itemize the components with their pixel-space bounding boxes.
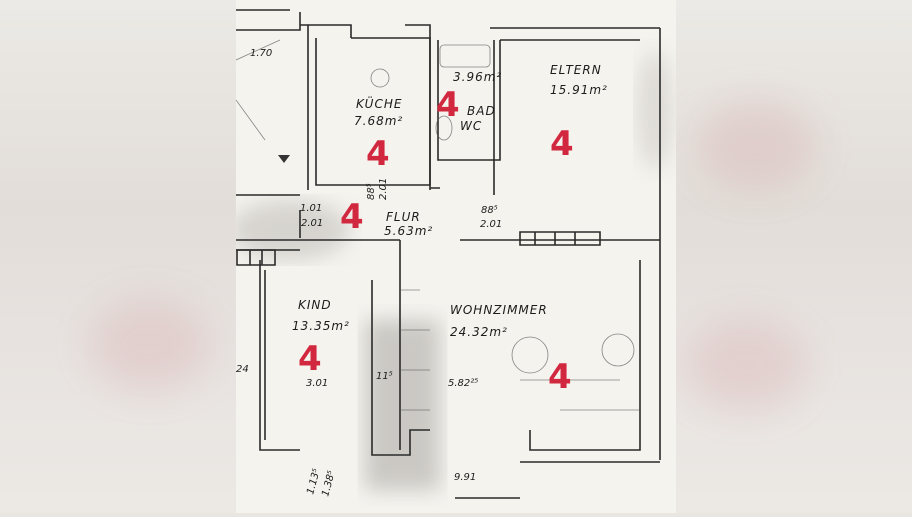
dimension-label: 9.91 xyxy=(454,472,476,483)
dimension-label: 1.01 xyxy=(300,203,322,214)
room-name-bad: BAD xyxy=(467,104,496,118)
red-mark: 4 xyxy=(366,134,390,174)
room-area-kueche: 7.68m² xyxy=(354,114,403,128)
table-icon xyxy=(511,336,549,374)
smudge xyxy=(637,50,673,170)
toilet-icon xyxy=(435,115,453,141)
smudge xyxy=(230,200,350,260)
room-name-kueche: KÜCHE xyxy=(356,95,402,111)
staircase-shadow xyxy=(365,320,440,490)
room-name-eltern: ELTERN xyxy=(550,63,602,77)
room-name-kind: KIND xyxy=(298,298,332,312)
dimension-label: 1.70 xyxy=(250,48,272,59)
red-mark: 4 xyxy=(298,339,322,379)
fixtures xyxy=(235,39,640,411)
dimension-label: 24 xyxy=(236,364,249,375)
dimension-label: 88⁵ xyxy=(481,205,498,216)
red-mark: 4 xyxy=(548,357,572,397)
room-name-wohnzimmer: WOHNZIMMER xyxy=(450,303,548,317)
stove-icon xyxy=(370,68,390,88)
dimension-label: 1.38⁵ xyxy=(320,470,337,498)
north-arrow-icon xyxy=(278,155,290,163)
dimension-label: 2.01 xyxy=(301,218,323,229)
dimension-label: 11⁵ xyxy=(376,371,393,382)
dimension-label: 88⁵ xyxy=(366,183,377,200)
room-area-kind: 13.35m² xyxy=(292,319,350,333)
walls xyxy=(236,9,661,499)
dimension-label: 2.01 xyxy=(480,219,502,230)
room-area-flur: 5.63m² xyxy=(384,224,433,238)
room-area-eltern: 15.91m² xyxy=(550,83,608,97)
dimension-label: 1.13⁵ xyxy=(305,468,322,496)
red-mark: 4 xyxy=(340,197,364,237)
room-area-bad: 3.96m² xyxy=(453,70,502,84)
floor-plan-drawing: KÜCHE 7.68m² 3.96m² BAD WC ELTERN 15.91m… xyxy=(230,9,673,499)
red-mark: 4 xyxy=(550,124,574,164)
room-name-flur: FLUR xyxy=(386,210,421,224)
blurred-background-right xyxy=(676,0,912,513)
room-name-wc: WC xyxy=(460,119,482,133)
bathtub-icon xyxy=(439,44,491,68)
dimension-label: 5.82²⁵ xyxy=(448,378,478,389)
blurred-background-left xyxy=(0,0,236,513)
armchair-icon xyxy=(601,333,635,367)
floor-plan: KÜCHE 7.68m² 3.96m² BAD WC ELTERN 15.91m… xyxy=(230,0,676,513)
room-area-wohnzimmer: 24.32m² xyxy=(450,325,508,339)
red-mark: 4 xyxy=(436,85,460,125)
dimension-label: 2.01 xyxy=(378,178,389,200)
dimension-label: 3.01 xyxy=(306,378,328,389)
